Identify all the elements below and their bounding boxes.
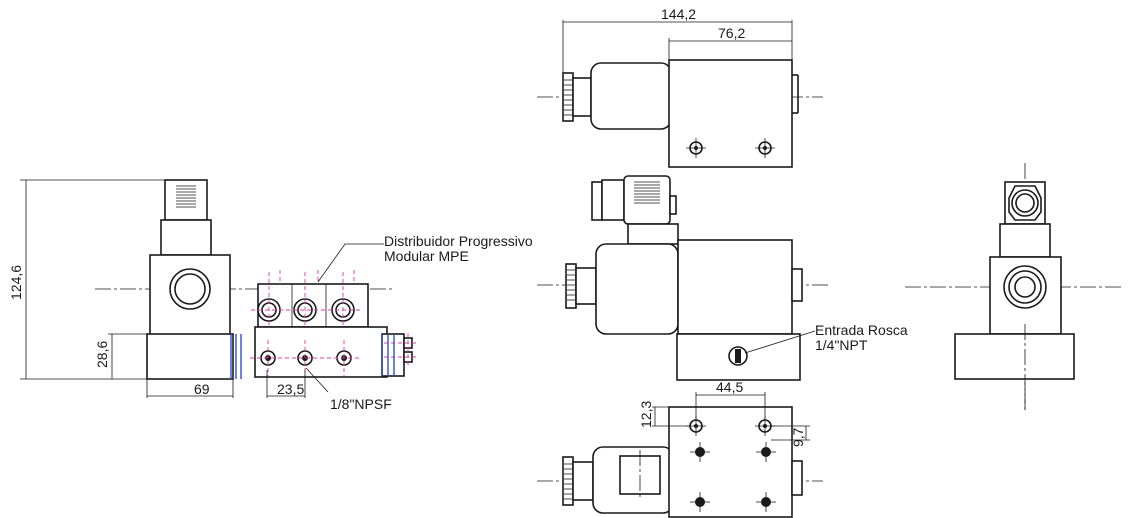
top-view — [537, 20, 823, 168]
dim-hole-offset-top: 12,3 — [638, 401, 654, 428]
label-inlet-line1: Entrada Rosca — [815, 322, 908, 338]
dim-body-length: 76,2 — [718, 25, 745, 41]
front-view — [537, 175, 830, 381]
side-view — [905, 163, 1121, 410]
dim-overall-length: 144,2 — [661, 6, 696, 22]
dim-port-pitch: 23,5 — [277, 381, 304, 397]
dim-base-height: 28,6 — [94, 341, 110, 368]
dim-hole-offset-side: 9,7 — [790, 427, 806, 447]
label-distributor-line1: Distribuidor Progressivo — [384, 233, 533, 249]
front-view-with-distributor — [20, 179, 416, 398]
dim-base-width: 69 — [194, 381, 210, 397]
label-thread-outlet: 1/8"NPSF — [330, 396, 392, 412]
bottom-view — [537, 392, 823, 518]
dim-hole-spacing: 44,5 — [716, 379, 743, 395]
label-distributor-line2: Modular MPE — [384, 248, 469, 264]
dim-height: 124,6 — [8, 265, 24, 300]
label-inlet-line2: 1/4"NPT — [815, 337, 868, 353]
